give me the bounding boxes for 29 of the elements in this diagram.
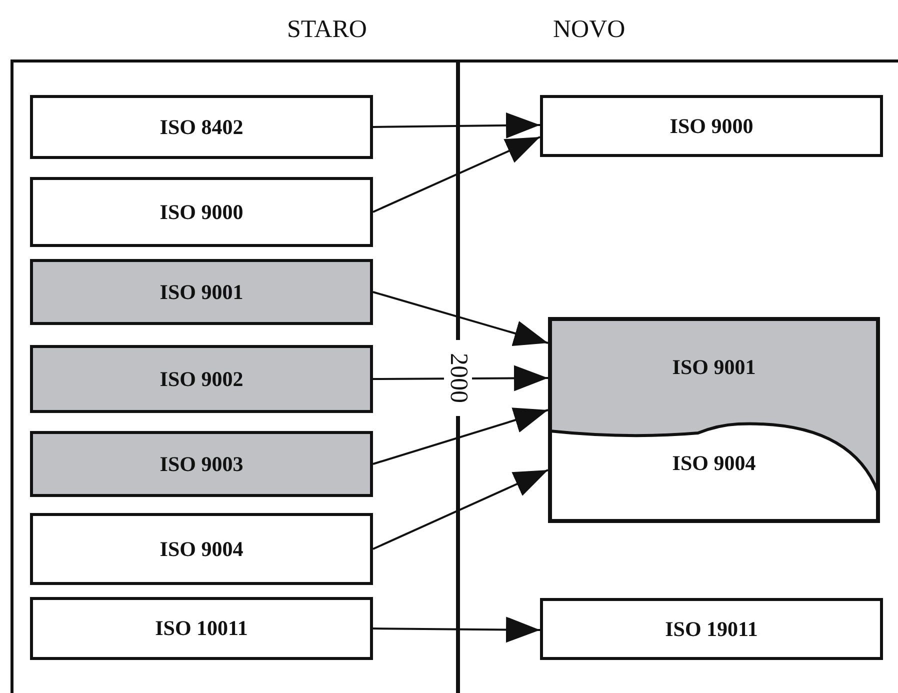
standard-box <box>540 95 883 157</box>
standard-name: ISO 9003 <box>160 452 244 476</box>
standard-box <box>30 95 373 159</box>
arrow <box>372 136 540 213</box>
column-heading: NOVO <box>553 16 626 44</box>
standard-name: ISO 9001 <box>672 355 756 380</box>
arrow <box>372 469 548 550</box>
arrow <box>372 291 548 346</box>
standard-box <box>30 259 373 325</box>
standard-box <box>30 431 373 497</box>
standard-name: ISO 9000 <box>160 200 244 224</box>
standard-name: ISO 9000 <box>670 114 754 138</box>
standard-box <box>540 598 883 660</box>
standard-box <box>30 177 373 247</box>
standard-box <box>30 513 373 585</box>
standard-box <box>30 345 373 413</box>
arrow <box>373 616 540 643</box>
standard-box <box>30 597 373 660</box>
standard-name: ISO 9004 <box>672 451 756 476</box>
arrow <box>372 408 548 465</box>
standard-name: ISO 9004 <box>160 536 244 562</box>
standard-name: ISO 19011 <box>665 616 758 642</box>
standard-name: ISO 9002 <box>160 366 244 392</box>
standard-name: ISO 8402 <box>160 114 244 140</box>
standard-name: ISO 9001 <box>160 280 244 304</box>
arrow <box>372 112 540 138</box>
standard-name: ISO 10011 <box>155 616 248 641</box>
split-document-box <box>548 317 880 523</box>
column-heading: STARO <box>287 16 367 44</box>
